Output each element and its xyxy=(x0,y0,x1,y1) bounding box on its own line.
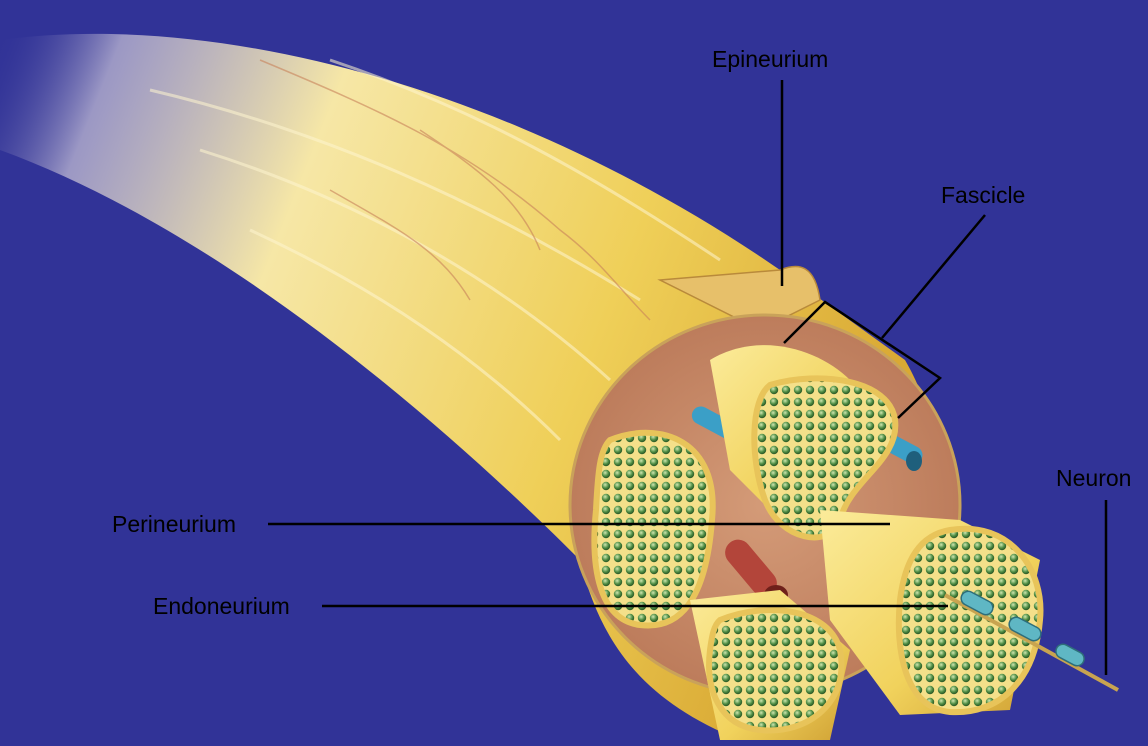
perineurium-label: Perineurium xyxy=(112,513,236,536)
endoneurium-label: Endoneurium xyxy=(153,595,290,618)
fascicle-right xyxy=(820,510,1040,715)
fascicle-label: Fascicle xyxy=(941,184,1025,207)
fascicle-left xyxy=(594,433,712,626)
neuron-label: Neuron xyxy=(1056,467,1131,490)
fascicle-leader xyxy=(882,215,985,338)
epineurium-label: Epineurium xyxy=(712,48,828,71)
